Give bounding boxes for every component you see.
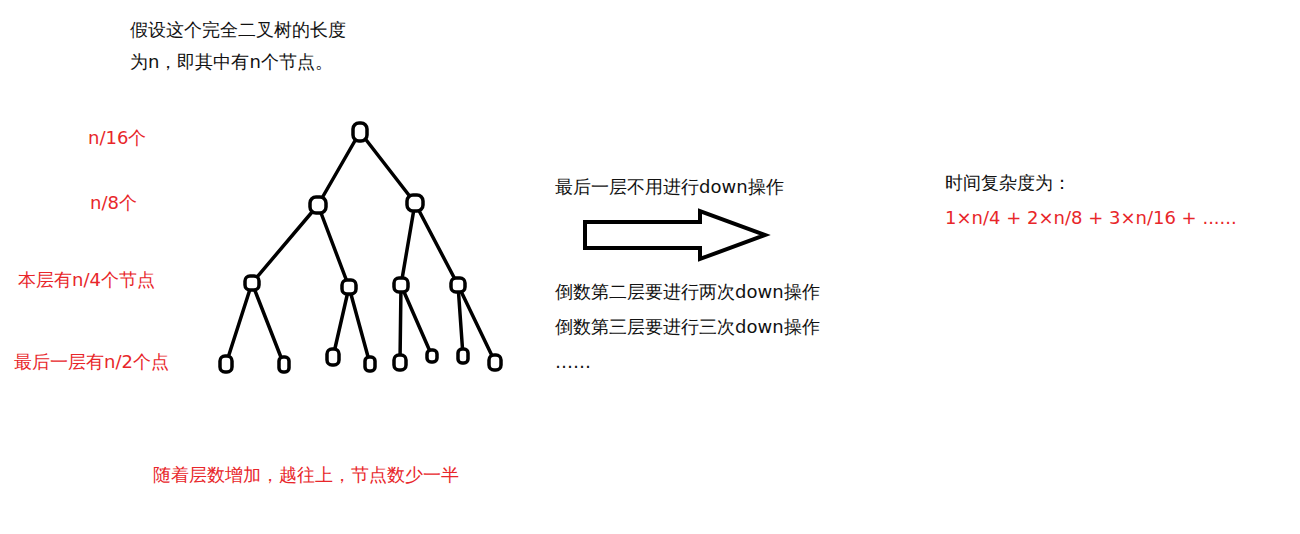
level-count: n/8个 — [90, 190, 137, 216]
step-note: 最后一层不用进行down操作 — [555, 174, 784, 200]
step-note: 倒数第二层要进行两次down操作 — [555, 279, 820, 305]
intro-note: 假设这个完全二叉树的长度 为n，即其中有n个节点。 — [130, 14, 360, 78]
complexity-formula: 1×n/4 + 2×n/8 + 3×n/16 + ...... — [945, 205, 1237, 231]
level-count: n/16个 — [88, 125, 146, 151]
level-count: 本层有n/4个节点 — [18, 267, 155, 293]
tree-branches — [226, 132, 495, 365]
level-count: 最后一层有n/2个点 — [14, 349, 169, 375]
hollow-arrow — [585, 211, 765, 259]
tree-nodes — [220, 123, 501, 372]
step-note: …… — [555, 349, 591, 375]
summary-note: 随着层数增加，越往上，节点数少一半 — [153, 462, 459, 488]
complexity-heading: 时间复杂度为： — [945, 170, 1071, 196]
step-note: 倒数第三层要进行三次down操作 — [555, 314, 820, 340]
